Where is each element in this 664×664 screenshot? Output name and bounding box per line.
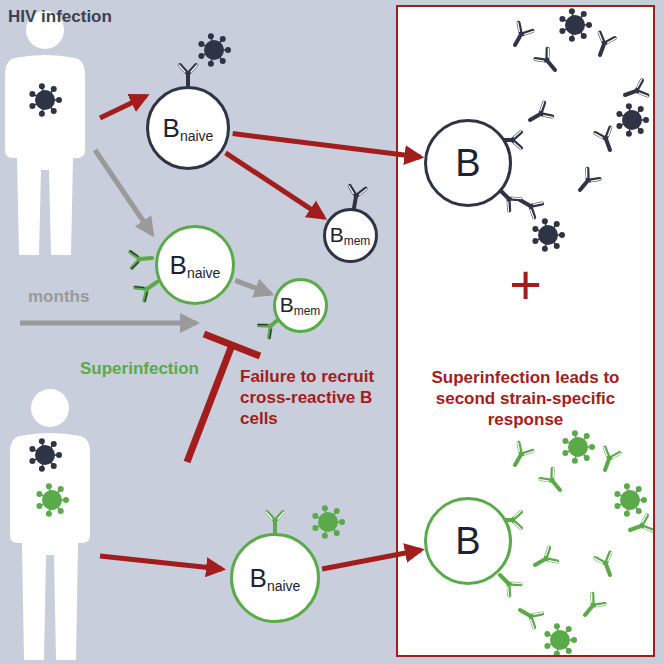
result-panel: + Superinfection leads to second strain-s…	[396, 5, 655, 657]
antibody	[526, 102, 553, 128]
panel-ground	[396, 5, 655, 657]
note-label: Failure to recruit cross-reactive B cell…	[240, 366, 390, 429]
cell-letter: B	[250, 563, 267, 594]
b-cell: B	[424, 497, 512, 585]
virus-particle	[198, 33, 231, 66]
virus-particle	[532, 218, 565, 251]
person-figure	[5, 11, 85, 255]
virus-particle	[29, 83, 62, 116]
antibody	[507, 442, 533, 469]
antibody	[594, 127, 618, 153]
arrow-connector	[322, 550, 421, 569]
infection-arrow	[100, 96, 146, 118]
cell-subscript: naive	[180, 128, 213, 144]
antibody	[573, 168, 600, 196]
b-cell: Bmem	[273, 278, 328, 333]
panel-caption: Superinfection leads to second strain-sp…	[408, 367, 643, 430]
virus-particle	[614, 483, 647, 516]
antibody	[516, 192, 543, 218]
cell-subscript: mem	[344, 234, 371, 248]
virus-particle	[312, 505, 345, 538]
antibody	[594, 552, 618, 578]
antibody	[627, 514, 653, 538]
antibody	[345, 186, 366, 210]
b-cell: B	[424, 119, 512, 207]
title-label: HIV infection	[8, 6, 112, 27]
cell-letter: B	[455, 142, 480, 185]
virus-particle	[559, 8, 592, 41]
arrow-connector	[235, 280, 270, 293]
antibody	[266, 512, 284, 533]
antibody	[535, 48, 562, 76]
infection-arrow	[95, 150, 152, 234]
person-figure	[10, 389, 90, 660]
virus-particle	[616, 103, 649, 136]
cell-letter: B	[170, 250, 187, 281]
antibody	[531, 547, 558, 573]
inhibition-bar	[204, 334, 260, 356]
antibody	[179, 65, 197, 86]
arrow-connector	[233, 134, 421, 157]
antibody	[507, 22, 533, 49]
virus-particle	[562, 430, 595, 463]
antibody	[578, 593, 605, 621]
virus-particle	[544, 623, 577, 656]
cell-letter: B	[330, 223, 344, 247]
b-cell: Bnaive	[230, 533, 320, 623]
cell-subscript: naive	[187, 265, 220, 281]
cell-letter: B	[455, 520, 480, 563]
antibody	[130, 249, 152, 269]
cell-letter: B	[280, 293, 294, 317]
infection-arrow	[100, 556, 222, 569]
b-cell: Bnaive	[155, 225, 235, 305]
arrow-connector	[226, 153, 324, 218]
antibody	[592, 32, 616, 58]
virus-particle	[29, 438, 62, 471]
time-label: months	[28, 286, 89, 307]
antibody	[516, 602, 543, 628]
antibody	[622, 79, 648, 103]
antibody	[597, 447, 621, 473]
cell-subscript: naive	[267, 578, 300, 594]
b-cell: Bmem	[323, 208, 378, 263]
b-cell: Bnaive	[146, 86, 230, 170]
plus-sign: +	[408, 255, 643, 315]
time-arrow	[20, 321, 196, 326]
cell-subscript: mem	[294, 304, 321, 318]
antibody	[540, 468, 567, 496]
cell-letter: B	[163, 113, 180, 144]
virus-particle	[36, 483, 69, 516]
event-label: Superinfection	[80, 358, 199, 379]
